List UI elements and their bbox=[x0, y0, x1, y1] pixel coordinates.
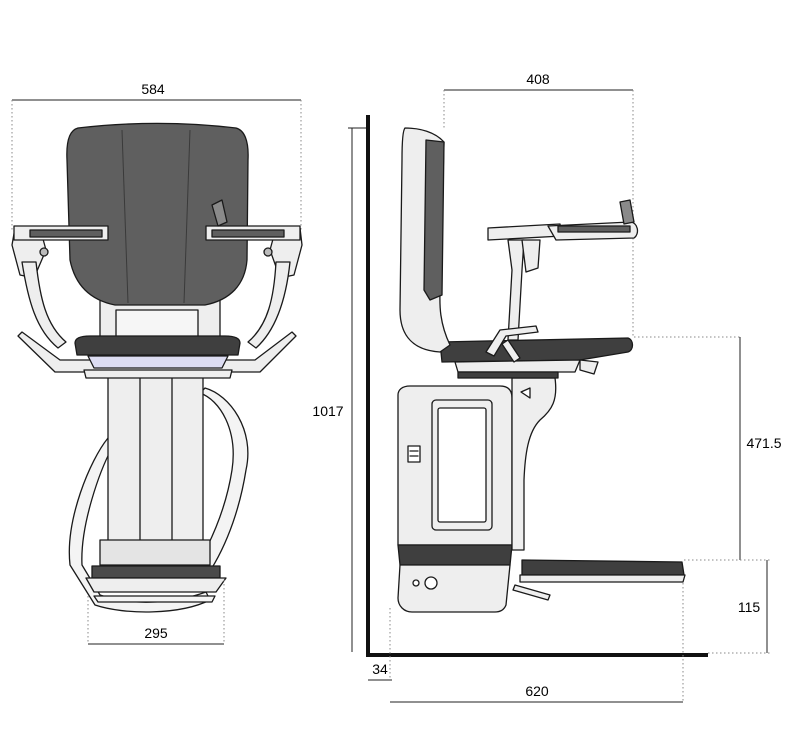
wall-clearance-label: 34 bbox=[372, 661, 388, 677]
side-armrest bbox=[485, 199, 639, 363]
seat-height-dimension: 471.5 bbox=[634, 336, 782, 561]
front-seat bbox=[17, 331, 297, 379]
side-depth-label: 408 bbox=[526, 71, 550, 87]
front-view: 584 295 bbox=[11, 81, 303, 645]
side-footrest bbox=[512, 559, 686, 601]
footrest-width-label: 295 bbox=[144, 625, 168, 641]
side-backrest bbox=[399, 127, 451, 353]
wall-clearance-dimension: 34 bbox=[368, 608, 392, 681]
front-width-dimension: 584 bbox=[11, 81, 302, 232]
seat-height-label: 471.5 bbox=[746, 435, 781, 451]
side-support bbox=[511, 377, 557, 551]
footrest-height-dimension: 115 bbox=[708, 560, 770, 654]
total-height-label: 1017 bbox=[312, 403, 343, 419]
side-view: 408 1017 471.5 115 34 bbox=[312, 71, 782, 703]
front-column bbox=[107, 374, 204, 566]
front-arms bbox=[11, 199, 303, 349]
footrest-width-dimension: 295 bbox=[87, 580, 225, 645]
total-depth-label: 620 bbox=[525, 683, 549, 699]
side-depth-dimension: 408 bbox=[443, 71, 634, 336]
front-width-label: 584 bbox=[141, 81, 165, 97]
front-footrest bbox=[85, 565, 227, 603]
front-backrest bbox=[66, 122, 249, 346]
total-depth-dimension: 620 bbox=[390, 575, 684, 703]
side-seat bbox=[439, 337, 634, 379]
side-carriage bbox=[397, 385, 513, 613]
total-height-dimension: 1017 bbox=[312, 127, 366, 652]
footrest-height-label: 115 bbox=[738, 599, 761, 615]
